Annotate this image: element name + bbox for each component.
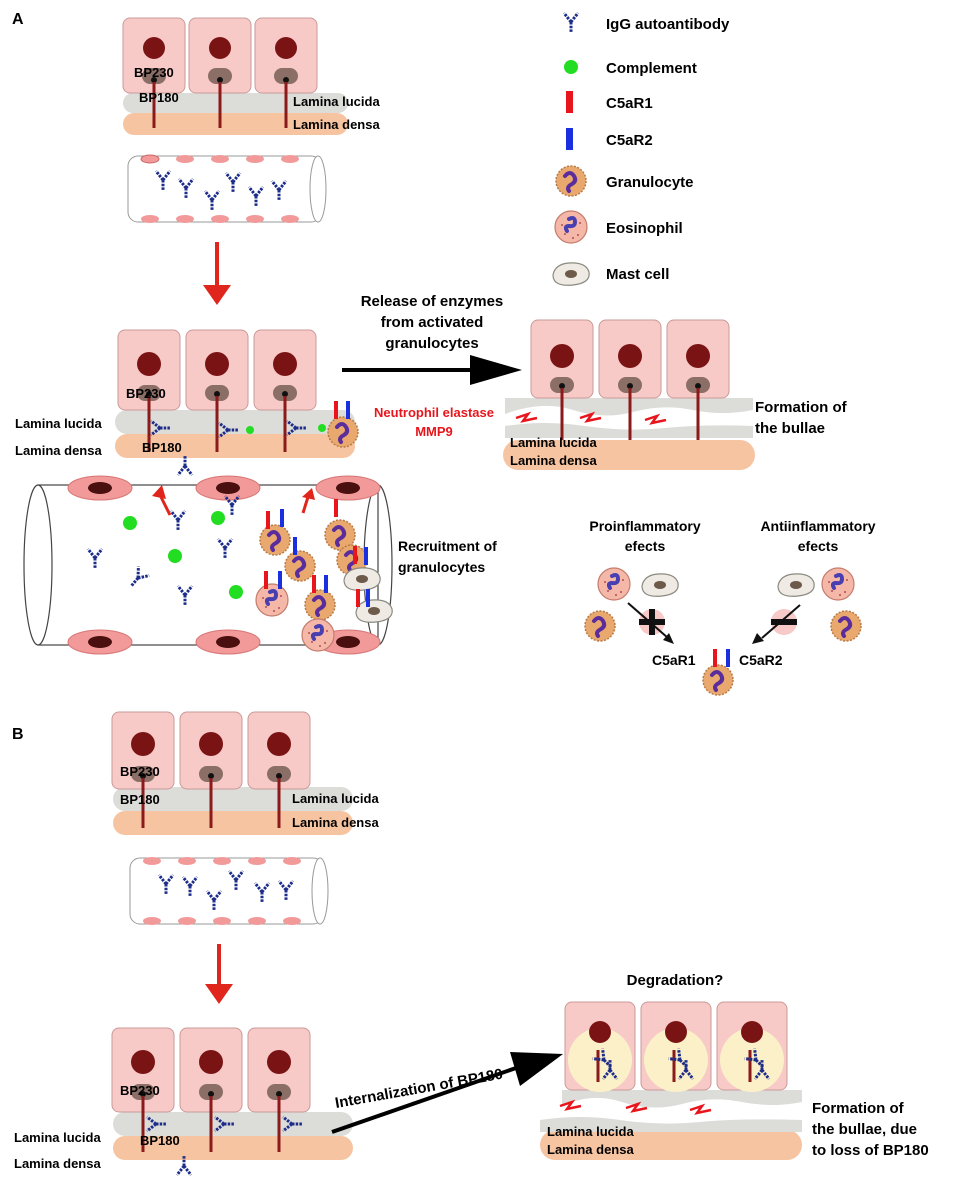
epidermis-bullae-b (540, 1001, 802, 1160)
blood-vessel-large-a (23, 475, 393, 655)
densa-label-b3: Lamina densa (547, 1142, 634, 1157)
legend-c5ar2-bar (566, 128, 573, 150)
degradation-label: Degradation? (627, 972, 724, 989)
release-label-3: granulocytes (385, 335, 478, 352)
legend-complement-label: Complement (606, 60, 697, 77)
arrow-internalization (331, 1052, 563, 1134)
blood-vessel-small-a (127, 154, 327, 223)
arrow-down-b (205, 944, 233, 1004)
lucida-label-a2: Lamina lucida (15, 416, 102, 431)
bullae-label-a1: Formation of (755, 399, 848, 416)
enzyme-label-2: MMP9 (415, 424, 453, 439)
densa-label-b1: Lamina densa (292, 815, 379, 830)
enzyme-label-1: Neutrophil elastase (374, 405, 494, 420)
legend-c5ar2-label: C5aR2 (606, 132, 653, 149)
legend-mast-label: Mast cell (606, 266, 669, 283)
bp230-label-a1: BP230 (134, 65, 174, 80)
panel-a-label: A (12, 11, 24, 28)
arrow-down-a (203, 242, 231, 305)
lucida-label-a3: Lamina lucida (510, 435, 597, 450)
legend-igg-label: IgG autoantibody (606, 16, 730, 33)
bullae-label-b2: the bullae, due (812, 1121, 917, 1138)
legend-c5ar1-label: C5aR1 (606, 95, 653, 112)
bp230-label-b2: BP230 (120, 1083, 160, 1098)
arrow-release (342, 355, 522, 385)
release-label-1: Release of enzymes (361, 293, 504, 310)
anti-label-2: efects (798, 538, 839, 554)
panel-b-label: B (12, 726, 24, 743)
legend-mast-icon (552, 262, 590, 286)
anti-label-1: Antiinflammatory (760, 518, 875, 534)
legend-c5ar1-bar (566, 91, 573, 113)
epidermis-top-b (111, 711, 353, 835)
epidermis-mid-a (115, 329, 360, 477)
lucida-label-b3: Lamina lucida (547, 1124, 634, 1139)
legend-igg-icon (562, 11, 580, 35)
bp180-label-b2: BP180 (140, 1133, 180, 1148)
release-label-2: from activated (381, 314, 484, 331)
bullae-label-b1: Formation of (812, 1100, 905, 1117)
epidermis-bullae-a (503, 319, 755, 470)
lucida-label-a1: Lamina lucida (293, 94, 380, 109)
c5ar2-label: C5aR2 (739, 652, 783, 668)
bullae-label-a2: the bullae (755, 420, 825, 437)
legend-granulocyte-icon (554, 164, 588, 198)
legend (552, 11, 590, 286)
blood-vessel-small-b (129, 857, 329, 925)
bp180-label-a2: BP180 (142, 440, 182, 455)
densa-label-a1: Lamina densa (293, 117, 380, 132)
lucida-label-b1: Lamina lucida (292, 791, 379, 806)
densa-label-b2: Lamina densa (14, 1156, 101, 1171)
bp180-label-b1: BP180 (120, 792, 160, 807)
pro-label-1: Proinflammatory (589, 518, 700, 534)
epidermis-bottom-b (111, 1027, 353, 1177)
bp230-label-a2: BP230 (126, 386, 166, 401)
c5ar1-label: C5aR1 (652, 652, 696, 668)
pro-label-2: efects (625, 538, 666, 554)
densa-label-a3: Lamina densa (510, 453, 597, 468)
legend-granulocyte-label: Granulocyte (606, 174, 694, 191)
recruit-label-2: granulocytes (398, 559, 485, 575)
lucida-label-b2: Lamina lucida (14, 1130, 101, 1145)
legend-eosinophil-icon (553, 209, 589, 245)
effects-diagram (583, 566, 863, 697)
densa-label-a2: Lamina densa (15, 443, 102, 458)
bullae-label-b3: to loss of BP180 (812, 1142, 929, 1159)
recruit-label-1: Recruitment of (398, 538, 497, 554)
internalization-label: Internalization of BP180 (334, 1066, 504, 1112)
bp180-label-a1: BP180 (139, 90, 179, 105)
epidermis-top-a (122, 17, 348, 135)
bp230-label-b1: BP230 (120, 764, 160, 779)
legend-complement-dot (564, 60, 578, 74)
legend-eosinophil-label: Eosinophil (606, 220, 683, 237)
